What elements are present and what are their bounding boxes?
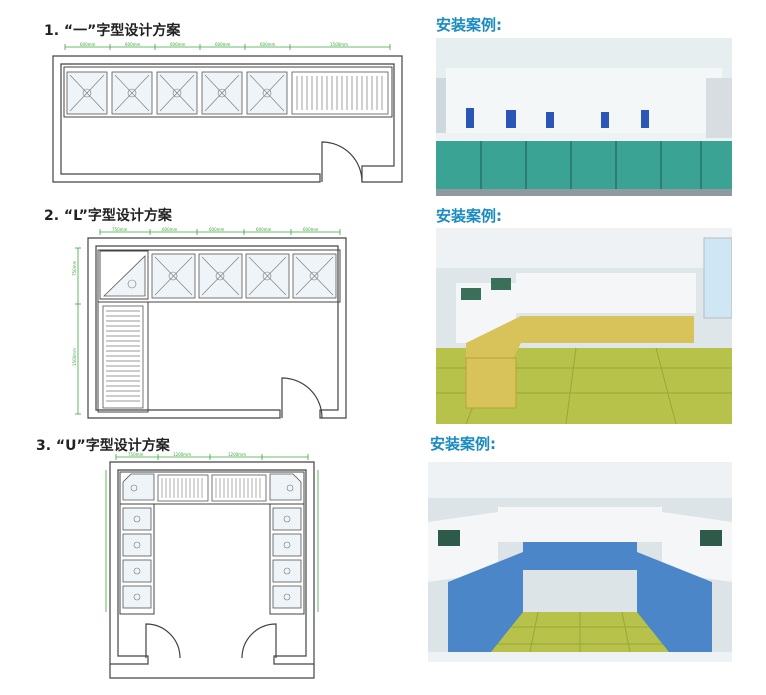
blue-cabinet: [523, 542, 637, 570]
layout-2-dim-side-1: 1500mm: [72, 348, 77, 366]
teal-cabinet: [436, 141, 732, 189]
yellow-cabinet: [521, 316, 694, 343]
layout-1-walls: [52, 55, 403, 183]
layout-2-dim-side-0: 750mm: [72, 260, 77, 276]
layout-2-installation-photo: [436, 228, 732, 424]
layout-2-dim-top-2: 600mm: [209, 227, 225, 232]
layout-1-dim-3: 600mm: [215, 42, 231, 47]
layout-3-side-sinks: [122, 507, 302, 609]
layout-3-example-label: 安装案例:: [430, 435, 496, 453]
layout-3-drainboard-right: [211, 474, 267, 502]
layout-1-dim-0: 600mm: [80, 42, 96, 47]
layout-3-installation-photo: [428, 462, 732, 662]
layout-3-corner-sink-left: [122, 473, 155, 501]
layout-2-example-label: 安装案例:: [436, 207, 502, 225]
layout-1-title: 1. “一”字型设计方案: [44, 23, 181, 39]
layout-2-floor-plan: 750mm 600mm 600mm 600mm 600mm 750mm 1500…: [70, 226, 350, 422]
layout-1-drainboard: [291, 71, 389, 115]
layout-2-walls: [87, 237, 347, 419]
layout-1-door: [321, 141, 363, 183]
layout-1-dim-4: 600mm: [260, 42, 276, 47]
layout-1-example-label: 安装案例:: [436, 16, 502, 34]
layout-2-title: 2. “L”字型设计方案: [44, 208, 172, 224]
layout-3-drainboard-left: [157, 474, 209, 502]
layout-2-dim-top-1: 600mm: [162, 227, 178, 232]
layout-2-door: [281, 377, 323, 419]
layout-2-dimension-line: [75, 229, 341, 415]
layout-2-dim-top-0: 750mm: [112, 227, 128, 232]
layout-1-counter: [63, 66, 393, 118]
layout-1-dim-2: 600mm: [170, 42, 186, 47]
layout-1-installation-photo: [436, 38, 732, 196]
layout-2-sinks: [151, 253, 337, 299]
layout-3-title: 3. “U”字型设计方案: [36, 438, 170, 454]
layout-3-dimension-line: [105, 454, 319, 612]
layout-1-dimension-line: [64, 44, 391, 50]
layout-3-floor-plan: 750mm 1200mm 1200mm: [98, 452, 330, 688]
layout-3-dim-top-2: 1200mm: [228, 452, 246, 457]
layout-3-dim-top-1: 1200mm: [173, 452, 191, 457]
layout-1-floor-plan: 600mm 600mm 600mm 600mm 600mm 1500mm: [50, 42, 410, 190]
layout-1-dim-5: 1500mm: [330, 42, 348, 47]
layout-2-dim-top-3: 600mm: [256, 227, 272, 232]
layout-3-corner-sink-right: [269, 473, 302, 501]
layout-1-dim-1: 600mm: [125, 42, 141, 47]
layout-3-door-left: [145, 623, 181, 659]
layout-2-dim-top-4: 600mm: [303, 227, 319, 232]
layout-3-dim-top-0: 750mm: [128, 452, 144, 457]
layout-2-corner-sink: [103, 255, 146, 297]
layout-3-door-right: [241, 623, 277, 659]
